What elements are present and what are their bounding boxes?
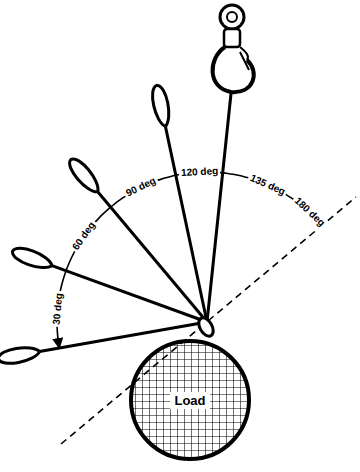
- load-label: Load: [170, 392, 209, 409]
- sling-leg: [207, 91, 231, 322]
- sling-eye: [12, 248, 52, 267]
- sling-eye: [153, 85, 169, 126]
- angle-arc: [57, 172, 322, 348]
- reference-line: [61, 197, 356, 444]
- crane-hook: [213, 5, 254, 92]
- angle-label: 60 deg: [69, 218, 99, 254]
- angle-label: 135 deg: [247, 171, 290, 199]
- sling-eye: [0, 348, 40, 364]
- choke-eye: [196, 315, 216, 338]
- angle-label: 90 deg: [123, 174, 160, 200]
- angle-label: 30 deg: [50, 291, 65, 328]
- sling-legs: [0, 85, 231, 363]
- angle-label: 180 deg: [290, 194, 328, 231]
- sling-eye: [70, 159, 98, 192]
- sling-leg: [165, 126, 207, 322]
- angle-label: 120 deg: [178, 165, 220, 179]
- sling-leg: [98, 192, 207, 322]
- load-circle: Load: [128, 338, 252, 462]
